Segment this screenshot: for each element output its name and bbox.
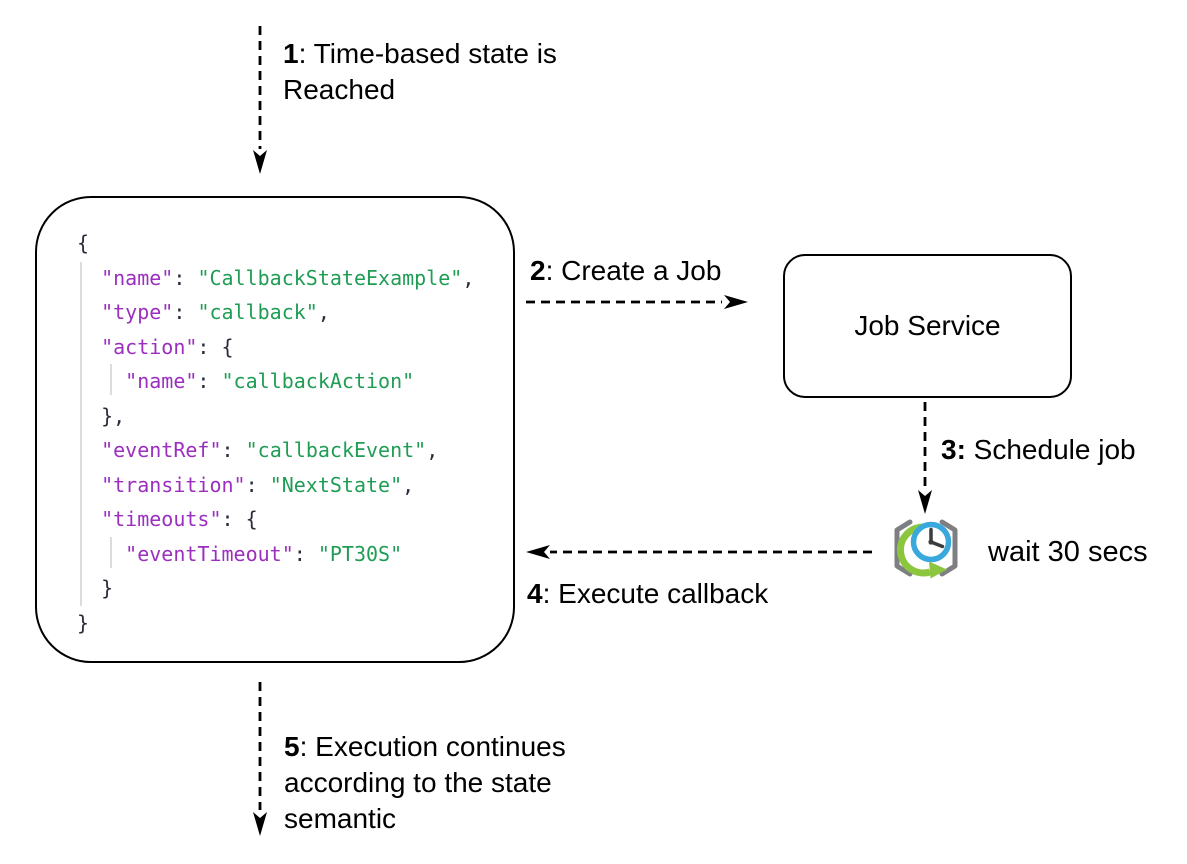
step2-label: 2: Create a Job xyxy=(530,253,790,289)
callback-state-node xyxy=(35,196,515,663)
code-line: "transition": "NextState", xyxy=(101,472,415,497)
arrow-step5-down xyxy=(253,682,267,836)
step1-label: 1: Time-based state is Reached xyxy=(283,36,603,108)
code-line: "timeouts": { xyxy=(101,507,258,531)
code-line: { xyxy=(77,231,90,255)
code-line: }, xyxy=(77,403,126,428)
arrowhead-left-icon xyxy=(526,545,550,559)
code-line: "eventTimeout": "PT30S" xyxy=(125,541,403,566)
indent-guide xyxy=(110,537,112,568)
arrowhead-down-icon xyxy=(918,490,932,514)
arrowhead-right-icon xyxy=(724,295,748,309)
code-line: "action": { xyxy=(101,334,234,359)
timer-clock-icon xyxy=(894,519,958,579)
step2-number: 2 xyxy=(530,255,546,286)
arrow-step4-left xyxy=(526,545,872,559)
step4-label: 4: Execute callback xyxy=(527,576,827,612)
timer-green-arc xyxy=(896,523,931,577)
indent-guide xyxy=(80,262,82,606)
arrowhead-down-icon xyxy=(253,812,267,836)
code-line: } xyxy=(77,576,114,600)
arrow-step2-right xyxy=(526,295,748,309)
step5-number: 5 xyxy=(284,731,300,762)
code-line: "eventRef": "callbackEvent", xyxy=(101,438,439,462)
step5-text: : Execution continues according to the s… xyxy=(284,731,566,834)
step4-text: : Execute callback xyxy=(542,578,769,609)
job-service-label: Job Service xyxy=(854,310,1001,341)
code-line: "name": "callbackAction" xyxy=(125,369,415,393)
step3-number: 3: xyxy=(941,434,966,465)
code-line: "type": "callback", xyxy=(101,300,330,324)
timer-bracket-right xyxy=(939,519,958,577)
step3-label: 3: Schedule job xyxy=(941,432,1181,468)
arrow-step1-down xyxy=(253,26,267,174)
arrowhead-down-icon xyxy=(253,150,267,174)
step1-number: 1 xyxy=(283,38,299,69)
job-service-node: Job Service xyxy=(783,254,1072,398)
step1-text: : Time-based state is Reached xyxy=(283,38,557,105)
step2-text: : Create a Job xyxy=(545,255,722,286)
step5-label: 5: Execution continues according to the … xyxy=(284,729,604,837)
code-block: { "name": "CallbackStateExample", "type"… xyxy=(77,226,474,640)
code-line: "name": "CallbackStateExample", xyxy=(101,265,475,290)
arrow-step3-down xyxy=(918,402,932,514)
code-line: } xyxy=(77,610,90,635)
timer-green-arrowhead xyxy=(929,561,947,579)
clock-center-dot xyxy=(928,539,934,545)
wait-label: wait 30 secs xyxy=(988,536,1148,568)
step4-number: 4 xyxy=(527,578,543,609)
indent-guide xyxy=(110,364,112,395)
step3-text: Schedule job xyxy=(965,434,1136,465)
